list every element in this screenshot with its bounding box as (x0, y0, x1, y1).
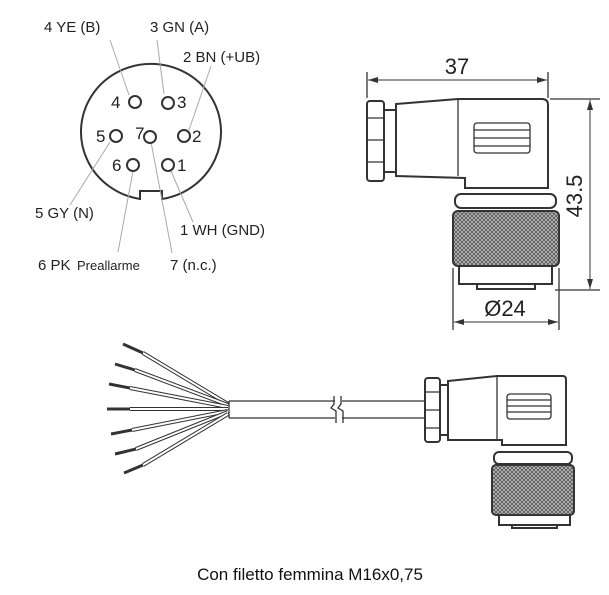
label-pin-3: 3 GN (A) (150, 19, 209, 36)
svg-text:5: 5 (96, 127, 105, 146)
svg-text:2: 2 (192, 127, 201, 146)
svg-text:Ø24: Ø24 (484, 296, 526, 321)
svg-text:1: 1 (177, 156, 186, 175)
label-pin-6-desc: Preallarme (77, 258, 140, 273)
pin-1: 1 (161, 156, 186, 175)
label-pin-5: 5 GY (N) (35, 205, 94, 222)
vent-slots-icon (506, 393, 552, 420)
pin-7: 7 (135, 124, 157, 144)
label-pin-2: 2 BN (+UB) (183, 49, 260, 66)
cable-sheath (228, 396, 425, 423)
pin-2: 2 (177, 127, 201, 146)
pinout-diagram: 4 3 5 7 2 6 1 4 YE (B) 3 GN (A) 2 BN (+U… (35, 19, 265, 274)
vent-slots-icon (473, 122, 531, 154)
pin-6: 6 (112, 156, 140, 175)
dimension-height: 43.5 (550, 98, 600, 291)
label-pin-1: 1 WH (GND) (180, 222, 265, 239)
pin-5: 5 (96, 127, 123, 146)
pin-4: 4 (111, 93, 142, 112)
label-pin-4: 4 YE (B) (44, 19, 100, 36)
svg-text:3: 3 (177, 93, 186, 112)
svg-text:37: 37 (445, 54, 469, 79)
dimension-width: 37 (366, 54, 549, 98)
connector-side-view: 37 43.5 Ø24 (366, 54, 600, 330)
svg-text:4: 4 (111, 93, 120, 112)
dimension-diameter: Ø24 (452, 268, 560, 330)
label-pin-7: 7 (n.c.) (170, 257, 217, 274)
svg-text:43.5: 43.5 (562, 175, 587, 218)
wire-leads (107, 342, 230, 475)
cable-assembly (107, 342, 575, 529)
label-pin-6-code: 6 PK (38, 257, 71, 274)
caption: Con filetto femmina M16x0,75 (197, 565, 423, 584)
pin-3: 3 (161, 93, 186, 112)
leader-lines (69, 39, 212, 254)
svg-text:7: 7 (135, 124, 144, 143)
svg-text:6: 6 (112, 156, 121, 175)
